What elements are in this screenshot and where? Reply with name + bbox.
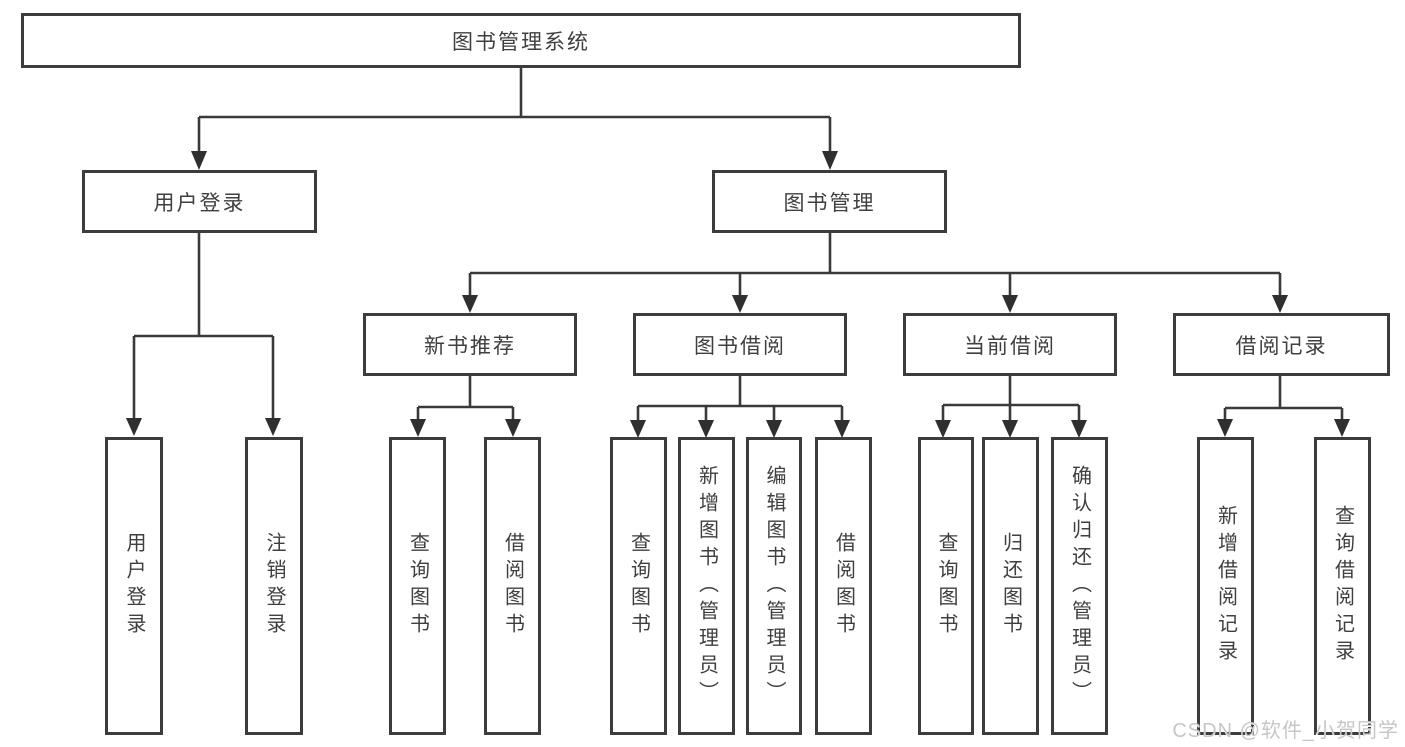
node-borrow-books-leaf: 借阅图书 [815, 437, 872, 735]
node-new-book-recommendation: 新书推荐 [363, 313, 577, 376]
node-return-books: 归还图书 [982, 437, 1039, 735]
node-edit-books-admin: 编辑图书（管理员） [746, 437, 802, 735]
node-user-login: 用户登录 [82, 170, 317, 233]
node-add-books-admin: 新增图书（管理员） [678, 437, 735, 735]
node-confirm-return-admin: 确认归还（管理员） [1051, 437, 1108, 735]
node-query-books-recommend: 查询图书 [389, 437, 446, 735]
node-user-login-leaf: 用户登录 [105, 437, 163, 735]
node-add-borrow-record: 新增借阅记录 [1197, 437, 1254, 735]
node-query-borrow-record: 查询借阅记录 [1314, 437, 1371, 735]
node-library-management-system: 图书管理系统 [21, 13, 1021, 68]
node-book-management: 图书管理 [712, 170, 947, 233]
node-current-borrowing: 当前借阅 [903, 313, 1117, 376]
csdn-watermark: CSDN @软件_小贺同学 [1172, 720, 1399, 742]
node-borrow-books-recommend: 借阅图书 [484, 437, 541, 735]
node-query-books-current: 查询图书 [918, 437, 974, 735]
node-borrowing-records: 借阅记录 [1173, 313, 1390, 376]
node-query-books-borrowing: 查询图书 [610, 437, 667, 735]
node-book-borrowing: 图书借阅 [633, 313, 847, 376]
node-logout-leaf: 注销登录 [245, 437, 303, 735]
